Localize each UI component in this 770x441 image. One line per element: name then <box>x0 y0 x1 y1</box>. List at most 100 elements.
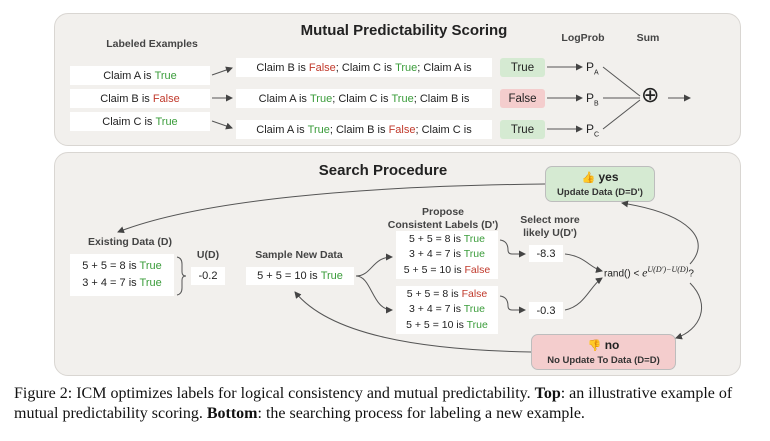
claim-text: Claim A is <box>103 69 155 82</box>
eq-text: 3 + 4 = 7 is <box>82 277 140 289</box>
brace-existing <box>176 256 187 296</box>
bottom-panel-title: Search Procedure <box>318 162 448 179</box>
line-prob-c <box>602 99 641 130</box>
sum-symbol: ⊕ <box>641 82 660 107</box>
caption-text: ICM optimizes labels for logical consist… <box>76 385 535 402</box>
prob-sub: C <box>594 131 600 139</box>
labeled-examples-header: Labeled Examples <box>106 38 198 50</box>
arrow-score1-condition <box>564 253 603 273</box>
claim-text: Claim C is <box>102 115 156 128</box>
condition-exponent: U(D′)−U(D) <box>647 265 689 274</box>
condition-base: e <box>642 265 648 280</box>
prob-a: PA <box>586 60 599 76</box>
eq-label: True <box>320 270 343 282</box>
caption-bold: Top <box>534 385 561 402</box>
eq-label: True <box>463 303 485 316</box>
no-line: 👎 no <box>588 338 620 354</box>
caption-bold: Bottom <box>206 405 258 422</box>
arrow-claim-c <box>211 120 233 130</box>
thumbs-up-icon: 👍 <box>581 171 596 184</box>
proposal-row: 3 + 4 = 7 is True <box>409 302 485 318</box>
prob-base: P <box>586 122 595 136</box>
score-set-2: -0.3 <box>529 302 563 319</box>
no-sub-label: No Update To Data (D=D) <box>547 354 660 366</box>
condition-suffix: ? <box>688 268 694 280</box>
proposal-row: 5 + 5 = 10 is True <box>406 318 488 334</box>
context-label: False <box>388 123 416 136</box>
line-prob-a <box>602 66 641 97</box>
condition-prefix: rand() < <box>604 268 643 280</box>
logprob-header: LogProb <box>561 32 605 44</box>
context-text: ; Claim B is <box>413 92 470 105</box>
claim-label: False <box>152 92 180 105</box>
arrow-score2-condition <box>564 277 603 311</box>
claim-label: True <box>155 115 178 128</box>
ud-value: -0.2 <box>191 267 225 285</box>
eq-text: 5 + 5 = 10 is <box>257 270 321 282</box>
arrow-claim-a <box>211 66 233 76</box>
eq-label: True <box>463 232 485 245</box>
prob-c: PC <box>586 122 599 138</box>
thumbs-down-icon: 👎 <box>587 339 602 352</box>
eq-text: 5 + 5 = 8 is <box>409 232 464 245</box>
proposal-row: 5 + 5 = 8 is False <box>407 287 488 303</box>
prediction-a: True <box>500 58 545 77</box>
arrow-sample-set1 <box>355 253 393 277</box>
context-text: Claim A is <box>256 123 308 136</box>
eq-text: 5 + 5 = 8 is <box>406 287 462 300</box>
sum-header: Sum <box>636 32 660 44</box>
select-likely-header: Select more likely U(D') <box>512 214 588 240</box>
arrow-sample-set2 <box>355 275 393 314</box>
acceptance-condition: rand() < eU(D′)−U(D)? <box>604 265 694 280</box>
context-label: True <box>391 92 414 105</box>
existing-data-box: 5 + 5 = 8 is True 3 + 4 = 7 is True <box>70 254 174 296</box>
labeled-claim-a: Claim A is True <box>70 66 210 85</box>
existing-row: 3 + 4 = 7 is True <box>82 275 162 292</box>
context-label: True <box>395 61 418 74</box>
no-update-box: 👎 no No Update To Data (D=D) <box>531 334 676 370</box>
header-line: Select more <box>520 214 580 226</box>
labeled-claim-c: Claim C is True <box>70 112 210 131</box>
eq-text: 3 + 4 = 7 is <box>409 303 464 316</box>
ud-label: U(D) <box>196 249 220 261</box>
proposal-set-1: 5 + 5 = 8 is True 3 + 4 = 7 is True 5 + … <box>396 231 498 279</box>
eq-label: True <box>139 277 162 289</box>
yes-sub-label: Update Data (D=D') <box>557 186 643 198</box>
labeled-claim-b: Claim B is False <box>70 89 210 108</box>
claim-text: Claim B is <box>100 92 153 105</box>
top-panel-title: Mutual Predictability Scoring <box>300 22 508 39</box>
context-label: True <box>310 92 333 105</box>
eq-label: False <box>461 287 488 300</box>
existing-data-header: Existing Data (D) <box>87 236 172 248</box>
figure-caption: Figure 2: ICM optimizes labels for logic… <box>14 384 758 424</box>
claim-label: True <box>154 69 177 82</box>
context-label: False <box>308 61 336 74</box>
prob-sub: A <box>594 69 599 77</box>
existing-row: 5 + 5 = 8 is True <box>82 258 162 275</box>
prob-b: PB <box>586 91 599 107</box>
proposal-row: 3 + 4 = 7 is True <box>409 247 485 263</box>
sample-new-data-box: 5 + 5 = 10 is True <box>246 267 354 285</box>
context-text: Claim A is <box>258 92 310 105</box>
score-set-1: -8.3 <box>529 245 563 262</box>
caption-text: : the searching process for labeling a n… <box>257 405 585 422</box>
context-text: ; Claim C is <box>335 61 396 74</box>
eq-text: 3 + 4 = 7 is <box>409 248 464 261</box>
prediction-b: False <box>500 89 545 108</box>
context-box-b: Claim A is True; Claim C is True; Claim … <box>236 89 492 108</box>
arrow-condition-yes <box>621 200 699 265</box>
proposal-set-2: 5 + 5 = 8 is False 3 + 4 = 7 is True 5 +… <box>396 286 498 334</box>
proposal-row: 5 + 5 = 8 is True <box>409 232 485 248</box>
eq-label: True <box>139 260 162 272</box>
eq-label: True <box>463 248 485 261</box>
context-box-c: Claim A is True; Claim B is False; Claim… <box>236 120 492 139</box>
eq-text: 5 + 5 = 10 is <box>406 318 467 331</box>
arrow-condition-no <box>675 282 702 340</box>
caption-label: Figure 2: <box>14 385 77 402</box>
arrow-no-to-sample <box>294 291 532 353</box>
context-text: ; Claim B is <box>329 123 389 136</box>
header-line: likely U(D') <box>523 227 577 239</box>
prob-base: P <box>586 91 595 105</box>
eq-text: 5 + 5 = 10 is <box>403 263 465 276</box>
